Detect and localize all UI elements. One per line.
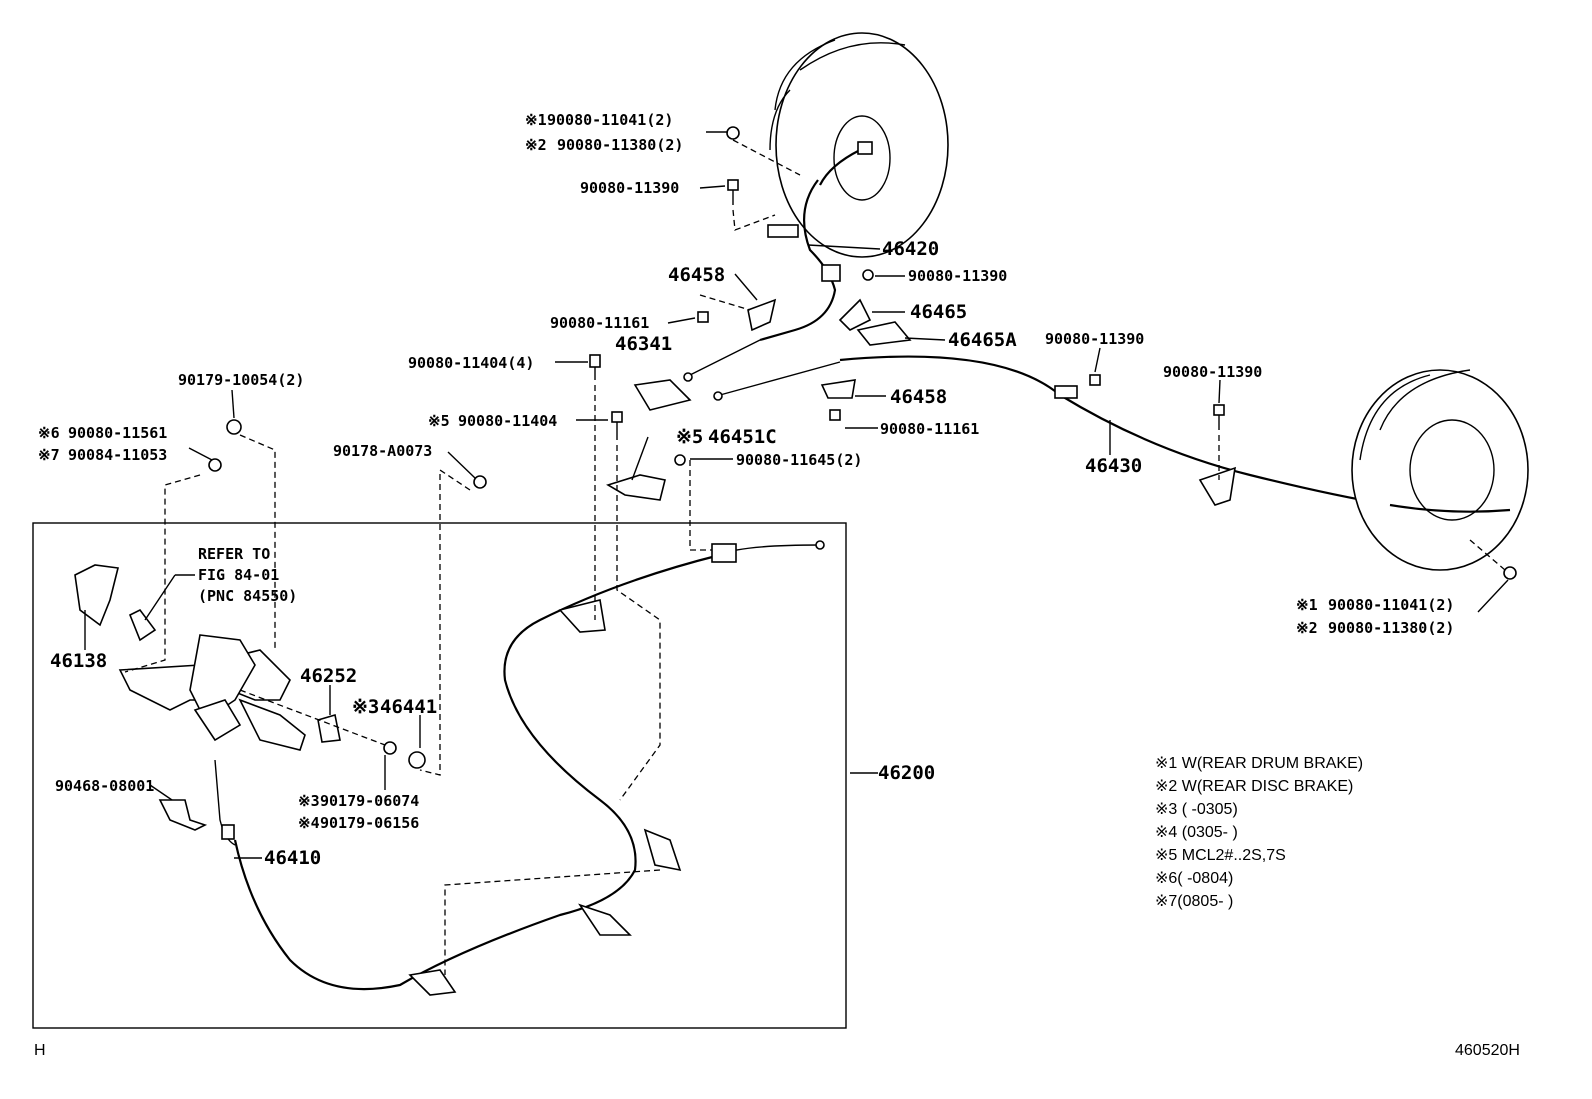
assembly-46200-frame xyxy=(32,522,847,1029)
label-p25: 90080-11380(2) xyxy=(1328,619,1454,637)
label-46341: 46341 xyxy=(615,333,672,355)
fasteners xyxy=(208,126,1517,580)
dashed-leaders xyxy=(124,139,1506,975)
label-p31: 90179-06074 xyxy=(320,792,419,810)
label-46465: 46465 xyxy=(910,301,967,323)
leader-lines xyxy=(84,131,1509,859)
label-46451C: 46451C xyxy=(708,426,777,448)
label-46138: 46138 xyxy=(50,650,107,672)
label-p1-mark: ※1 xyxy=(525,111,547,129)
label-p30: 90468-08001 xyxy=(55,777,154,795)
label-p15: 90080-11161 xyxy=(880,420,979,438)
label-46465A: 46465A xyxy=(948,329,1017,351)
label-46252: 46252 xyxy=(300,665,357,687)
label-46441: 46441 xyxy=(380,696,437,718)
part-46138 xyxy=(74,564,119,627)
label-p5: 90080-11390 xyxy=(908,267,1007,285)
note-4: ※4 (0305- ) xyxy=(1155,824,1238,841)
note-7: ※7(0805- ) xyxy=(1155,893,1233,910)
backing-plate-upper xyxy=(769,32,949,258)
label-46430: 46430 xyxy=(1085,455,1142,477)
label-p28-mark: ※3 xyxy=(352,696,379,718)
label-p18-mark: ※5 xyxy=(676,426,703,448)
label-p21-mark: ※7 xyxy=(38,446,60,464)
label-46458-lower: 46458 xyxy=(890,386,947,408)
part-46465 xyxy=(838,298,872,331)
label-p10: 90080-11404(4) xyxy=(408,354,534,372)
label-refer-1: REFER TO xyxy=(198,545,270,563)
bracket-46458-lower xyxy=(820,379,856,399)
label-p32-mark: ※4 xyxy=(298,814,320,832)
note-6: ※6( -0804) xyxy=(1155,870,1233,887)
label-p1: 90080-11041(2) xyxy=(547,111,673,129)
cable-46200 xyxy=(233,553,721,991)
label-p2: 90080-11380(2) xyxy=(557,136,683,154)
label-p31-mark: ※3 xyxy=(298,792,320,810)
label-46410: 46410 xyxy=(264,847,321,869)
label-p20-mark: ※6 xyxy=(38,424,60,442)
label-p25-mark: ※2 xyxy=(1296,619,1318,637)
label-p17: 90080-11404 xyxy=(458,412,557,430)
label-46420: 46420 xyxy=(882,238,939,260)
label-p20: 90080-11561 xyxy=(68,424,167,442)
cable-46430 xyxy=(839,355,1391,507)
label-p8: 90080-11161 xyxy=(550,314,649,332)
note-1: ※1 W(REAR DRUM BRAKE) xyxy=(1155,755,1363,772)
notes-legend: ※1 W(REAR DRUM BRAKE) ※2 W(REAR DISC BRA… xyxy=(1155,755,1363,910)
part-90468 xyxy=(158,799,208,831)
footer-left-code: H xyxy=(34,1042,46,1059)
footer-figure-id: 460520H xyxy=(1455,1042,1520,1059)
label-p32: 90179-06156 xyxy=(320,814,419,832)
label-p2-mark: ※2 xyxy=(525,136,547,154)
label-p3: 90080-11390 xyxy=(580,179,679,197)
label-p24-mark: ※1 xyxy=(1296,596,1318,614)
label-p21: 90084-11053 xyxy=(68,446,167,464)
label-refer-3: (PNC 84550) xyxy=(198,587,297,605)
label-p24: 90080-11041(2) xyxy=(1328,596,1454,614)
bracket-46458-upper xyxy=(747,298,777,332)
bracket-46341 xyxy=(633,379,692,411)
label-p23: 90080-11645(2) xyxy=(736,451,862,469)
part-46252 xyxy=(317,713,341,743)
part-labels: ※1 90080-11041(2) ※2 90080-11380(2) 9008… xyxy=(38,111,1454,869)
label-p16: 90179-10054(2) xyxy=(178,371,304,389)
note-5: ※5 MCL2#..2S,7S xyxy=(1155,847,1286,864)
backing-plate-lower xyxy=(1198,369,1529,571)
cable-46420-end xyxy=(689,339,761,376)
label-refer-2: FIG 84-01 xyxy=(198,566,279,584)
label-p22: 90178-A0073 xyxy=(333,442,432,460)
label-p12: 90080-11390 xyxy=(1045,330,1144,348)
note-2: ※2 W(REAR DISC BRAKE) xyxy=(1155,778,1353,795)
label-46458-upper: 46458 xyxy=(668,264,725,286)
label-p13: 90080-11390 xyxy=(1163,363,1262,381)
label-p17-mark: ※5 xyxy=(428,412,450,430)
note-3: ※3 ( -0305) xyxy=(1155,801,1238,818)
part-46465A xyxy=(856,321,912,346)
bracket-46451C xyxy=(606,474,666,501)
label-46200: 46200 xyxy=(878,762,935,784)
lever-assembly xyxy=(118,634,306,751)
